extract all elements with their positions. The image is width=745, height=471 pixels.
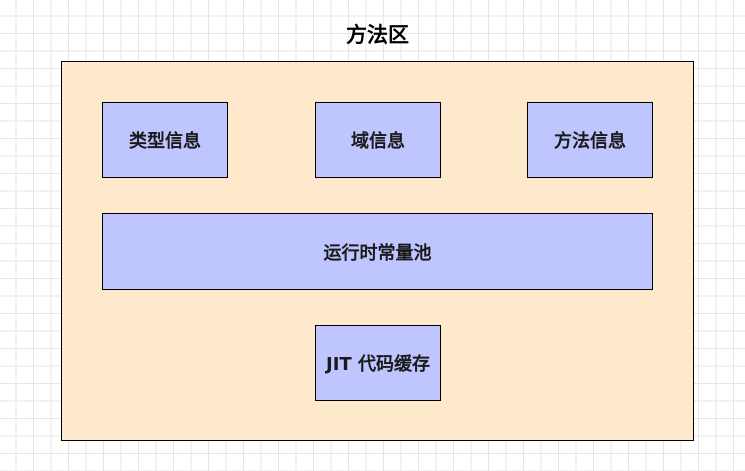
type-info-box: 类型信息	[102, 102, 228, 178]
method-info-box: 方法信息	[527, 102, 653, 178]
field-info-box: 域信息	[315, 102, 441, 178]
method-area-title: 方法区	[346, 23, 409, 47]
jit-code-cache-box: JIT 代码缓存	[315, 325, 441, 401]
runtime-constant-pool-box: 运行时常量池	[102, 213, 653, 290]
